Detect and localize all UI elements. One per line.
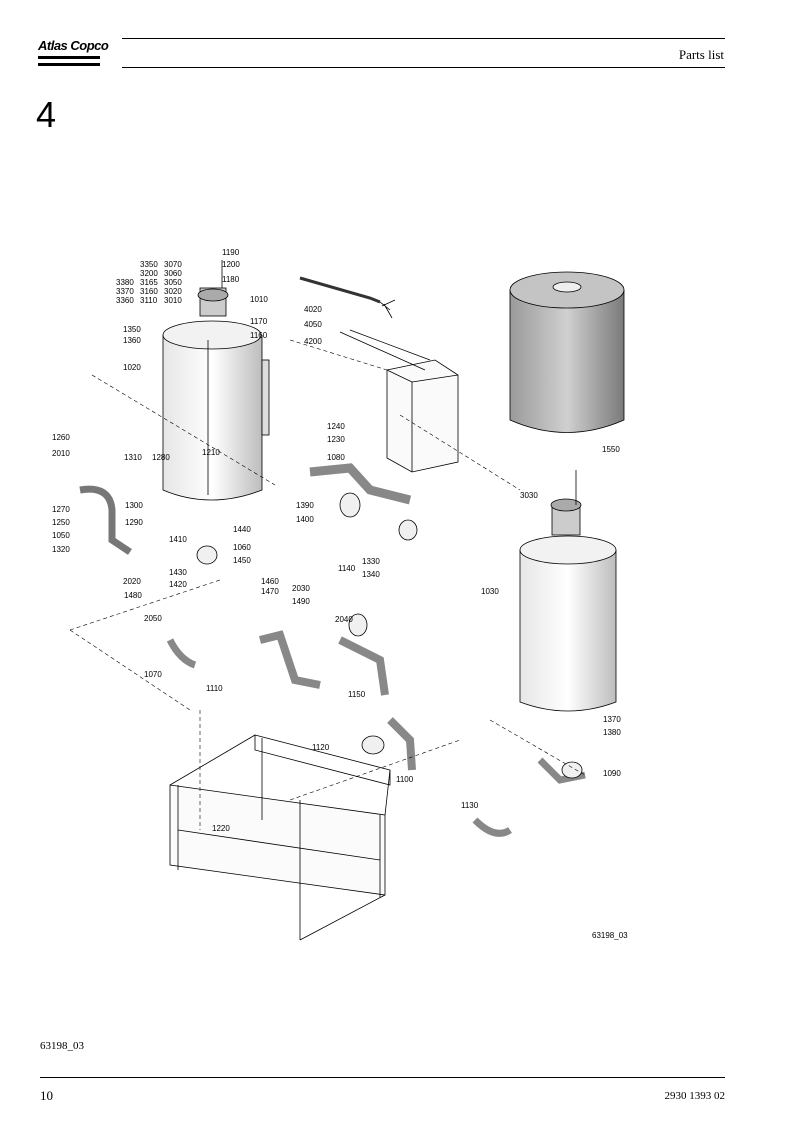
callout: 4020 — [304, 305, 322, 314]
callout: 2030 — [292, 584, 310, 593]
page-title: Parts list — [678, 47, 724, 62]
tank-left — [162, 260, 270, 501]
callout: 1140 — [338, 564, 356, 573]
callout-labels: 1190 1200 1180 1010 1170 1160 1350 1360 … — [52, 248, 621, 833]
callout: 1320 — [52, 545, 70, 554]
exploded-parts-drawing: 1190 1200 1180 1010 1170 1160 1350 1360 … — [52, 248, 628, 941]
callout: 3370 — [116, 287, 134, 296]
callout: 3165 — [140, 278, 158, 287]
callout: 2010 — [52, 449, 70, 458]
drawing-figure-id: 63198_03 — [592, 931, 628, 940]
callout: 3350 — [140, 260, 158, 269]
section-number: 4 — [36, 94, 57, 135]
callout: 1400 — [296, 515, 314, 524]
callout: 1420 — [169, 580, 187, 589]
callout: 1080 — [327, 453, 345, 462]
callout: 4200 — [304, 337, 322, 346]
callout: 1410 — [169, 535, 187, 544]
callout: 1130 — [461, 801, 479, 810]
figure-reference: 63198_03 — [40, 1040, 84, 1052]
callout: 1430 — [169, 568, 187, 577]
callout: 3200 — [140, 269, 158, 278]
callout: 1030 — [481, 587, 499, 596]
callout: 3060 — [164, 269, 182, 278]
callout: 3110 — [140, 296, 158, 305]
callout: 1120 — [312, 743, 330, 752]
support-frame — [169, 734, 391, 941]
callout: 1160 — [250, 331, 268, 340]
page-number: 10 — [40, 1088, 53, 1103]
callout: 1200 — [222, 260, 240, 269]
callout: 1180 — [222, 275, 240, 284]
callout: 1100 — [396, 775, 414, 784]
callout: 1360 — [123, 336, 141, 345]
callout: 1470 — [261, 587, 279, 596]
callout: 1260 — [52, 433, 70, 442]
callout: 1110 — [206, 684, 223, 693]
callout: 2040 — [335, 615, 353, 624]
callout: 1170 — [250, 317, 268, 326]
callout: 3010 — [164, 296, 182, 305]
assembly-lines — [69, 339, 586, 830]
callout: 1050 — [52, 531, 70, 540]
callout: 3380 — [116, 278, 134, 287]
callout: 1230 — [327, 435, 345, 444]
callout: 1370 — [603, 715, 621, 724]
callout: 3050 — [164, 278, 182, 287]
callout: 3360 — [116, 296, 134, 305]
control-box — [386, 359, 459, 473]
callout: 3160 — [140, 287, 158, 296]
callout: 1250 — [52, 518, 70, 527]
piping — [79, 463, 586, 837]
callout: 1480 — [124, 591, 142, 600]
callout: 3030 — [520, 491, 538, 500]
callout: 1350 — [123, 325, 141, 334]
callout: 1440 — [233, 525, 251, 534]
callout: 1330 — [362, 557, 380, 566]
footer-rule — [40, 1077, 725, 1078]
callout: 1380 — [603, 728, 621, 737]
header-rule-top — [122, 38, 725, 39]
callout: 1090 — [603, 769, 621, 778]
callout: 1390 — [296, 501, 314, 510]
header-rule-bottom — [122, 67, 725, 68]
callout: 1060 — [233, 543, 251, 552]
callout: 1210 — [202, 448, 220, 457]
callout: 1270 — [52, 505, 70, 514]
cable-assembly — [299, 276, 431, 371]
atlas-copco-logo: Atlas Copco — [38, 38, 109, 68]
callout: 2020 — [123, 577, 141, 586]
logo-bar — [38, 56, 100, 59]
tank-right — [519, 470, 617, 712]
callout: 1550 — [602, 445, 620, 454]
callout: 1020 — [123, 363, 141, 372]
callout: 1010 — [250, 295, 268, 304]
logo-text: Atlas Copco — [38, 38, 109, 53]
callout: 1310 — [124, 453, 142, 462]
callout: 1490 — [292, 597, 310, 606]
callout: 1190 — [222, 248, 240, 257]
callout: 1280 — [152, 453, 170, 462]
callout: 1290 — [125, 518, 143, 527]
callout: 1300 — [125, 501, 143, 510]
callout: 3070 — [164, 260, 182, 269]
callout: 1450 — [233, 556, 251, 565]
callout: 1340 — [362, 570, 380, 579]
document-number: 2930 1393 02 — [664, 1090, 726, 1102]
logo-bar — [38, 63, 100, 66]
callout: 1220 — [212, 824, 230, 833]
callout: 2050 — [144, 614, 162, 623]
callout: 1240 — [327, 422, 345, 431]
callout: 1070 — [144, 670, 162, 679]
callout: 1460 — [261, 577, 279, 586]
callout: 1150 — [348, 690, 366, 699]
insulation-cover — [509, 271, 625, 433]
callout: 3020 — [164, 287, 182, 296]
callout: 4050 — [304, 320, 322, 329]
